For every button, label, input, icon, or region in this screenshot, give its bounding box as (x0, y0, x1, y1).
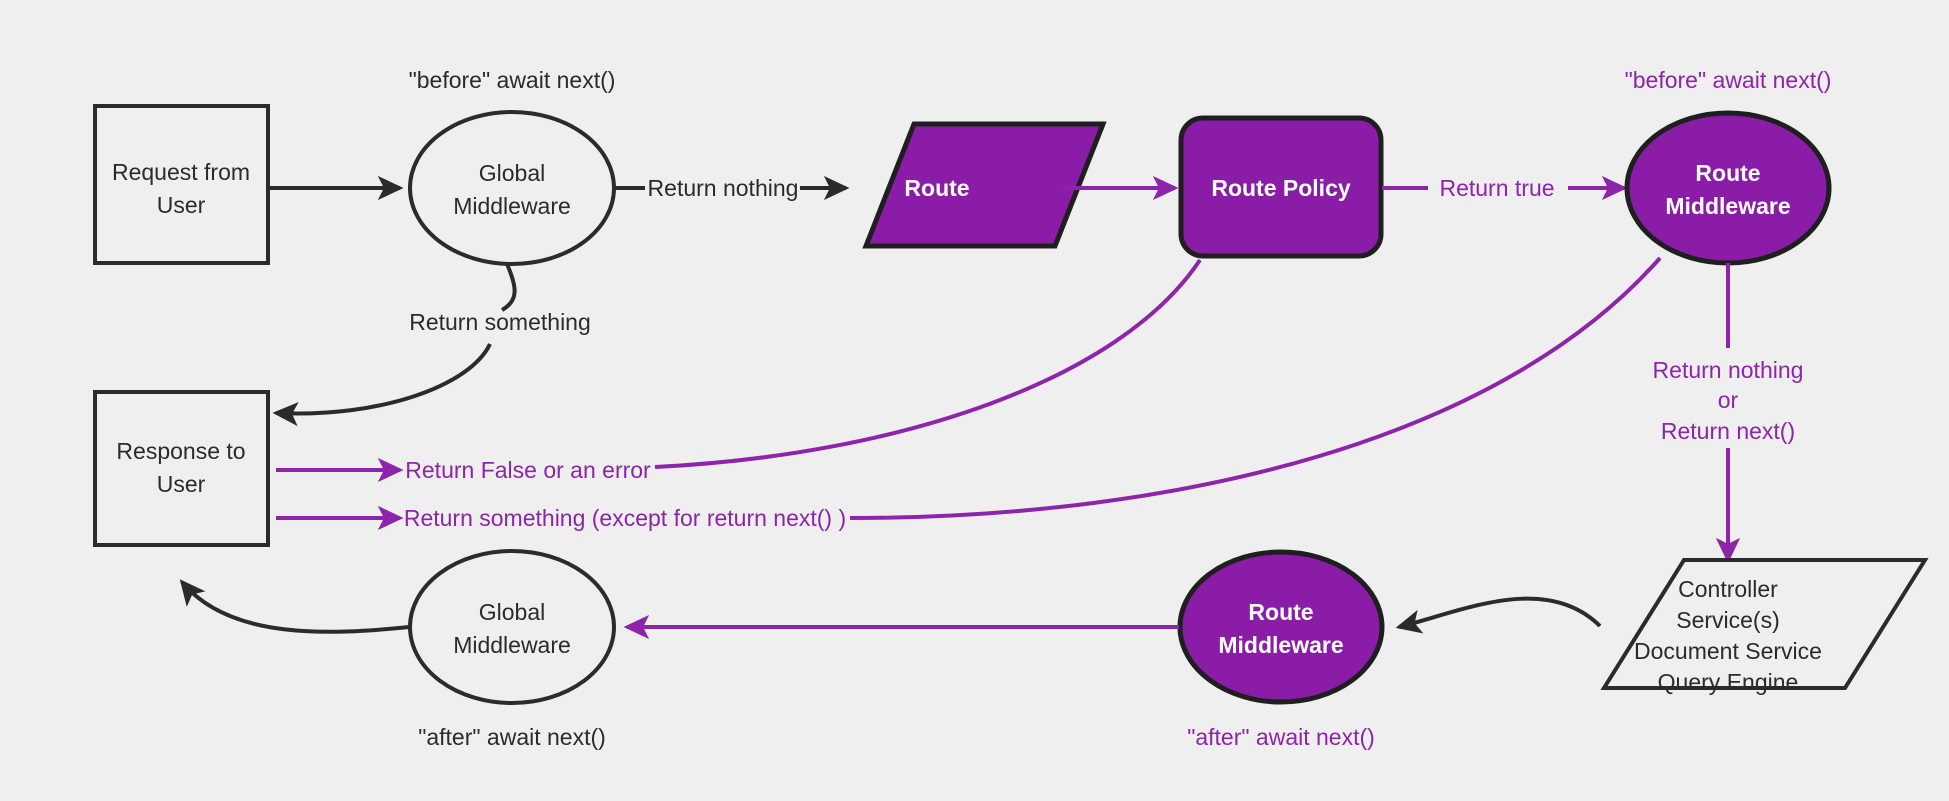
route-parallelogram (862, 121, 1107, 249)
edge-route-policy-to-return-false (654, 258, 1202, 469)
global-middleware-bottom-label-line2: Middleware (453, 632, 571, 658)
request-from-user-box (93, 104, 270, 265)
node-global-middleware-bottom: Global Middleware (408, 549, 616, 705)
edge-label-return-true: Return true (1439, 175, 1554, 201)
request-from-user-label-line2: User (157, 192, 206, 218)
edge-label-return-nothing-or-next-line1: Return nothing (1653, 357, 1804, 383)
edge-label-return-something-except: Return something (except for return next… (404, 505, 846, 531)
route-middleware-bottom-ellipse (1177, 549, 1385, 705)
edge-label-return-false-or-error: Return False or an error (405, 457, 651, 483)
edge-return-something-to-response (272, 343, 492, 427)
node-request-from-user: Request from User (93, 104, 270, 265)
edge-global-middleware-return-something-stub (500, 263, 517, 312)
controller-parallelogram (1600, 558, 1929, 690)
global-middleware-top-label-line2: Middleware (453, 193, 571, 219)
node-controller: Controller Service(s) Document Service Q… (1600, 558, 1929, 695)
annotation-after-await-next-global: "after" await next() (418, 724, 606, 750)
annotation-before-await-next-route: "before" await next() (1625, 67, 1832, 93)
node-response-to-user: Response to User (93, 390, 270, 547)
response-to-user-label-line1: Response to (116, 438, 245, 464)
edge-label-return-something-global: Return something (409, 309, 591, 335)
route-middleware-top-ellipse (1624, 110, 1832, 266)
annotation-before-await-next-global: "before" await next() (409, 67, 616, 93)
request-from-user-label-line1: Request from (112, 159, 250, 185)
controller-label-line3: Document Service (1634, 638, 1822, 664)
controller-label-line4: Query Engine (1658, 669, 1799, 695)
node-route-middleware-bottom: Route Middleware (1177, 549, 1385, 705)
node-route-policy: Route Policy (1178, 115, 1384, 259)
global-middleware-bottom-ellipse (408, 549, 616, 705)
route-policy-label: Route Policy (1211, 175, 1351, 201)
response-to-user-label-line2: User (157, 471, 206, 497)
node-global-middleware-top: Global Middleware (408, 110, 616, 266)
route-label: Route (904, 175, 969, 201)
route-middleware-top-label-line1: Route (1695, 160, 1760, 186)
global-middleware-bottom-label-line1: Global (479, 599, 545, 625)
edge-label-return-nothing-or-next-line2: or (1718, 387, 1739, 413)
edge-global-middleware-bottom-to-response (179, 579, 410, 634)
controller-label-line1: Controller (1678, 576, 1778, 602)
edge-route-middleware-to-return-something-except (849, 256, 1662, 520)
response-to-user-box (93, 390, 270, 547)
route-middleware-bottom-label-line1: Route (1248, 599, 1313, 625)
global-middleware-top-ellipse (408, 110, 616, 266)
node-route-middleware-top: Route Middleware (1624, 110, 1832, 266)
node-route: Route (862, 121, 1107, 249)
edge-label-return-nothing-or-next-line3: Return next() (1661, 418, 1795, 444)
route-middleware-top-label-line2: Middleware (1665, 193, 1790, 219)
route-middleware-bottom-label-line2: Middleware (1218, 632, 1343, 658)
edge-label-return-nothing-global: Return nothing (648, 175, 799, 201)
global-middleware-top-label-line1: Global (479, 160, 545, 186)
controller-label-line2: Service(s) (1676, 607, 1780, 633)
annotation-after-await-next-route: "after" await next() (1187, 724, 1375, 750)
route-policy-box (1178, 115, 1384, 259)
edge-controller-to-route-middleware-bottom (1395, 596, 1602, 634)
